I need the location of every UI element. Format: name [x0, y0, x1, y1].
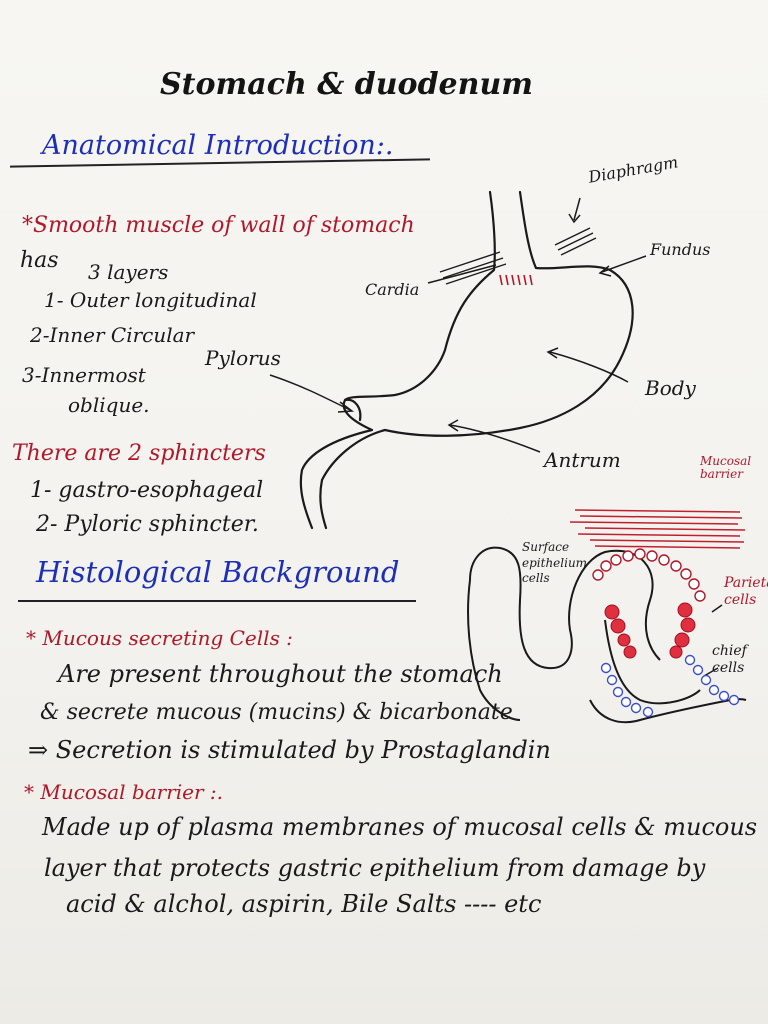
note-line: layer that protects gastric epithelium f… [44, 854, 706, 882]
label-arrows [269, 197, 723, 677]
note-line: Are present throughout the stomach [58, 660, 503, 688]
note-line: * Mucous secreting Cells : [26, 626, 293, 650]
mucus-layer-icon [569, 509, 746, 549]
note-line: 1- Outer longitudinal [44, 288, 257, 312]
label-surface-epithelium: Surface epithelium cells [522, 540, 588, 586]
note-line: has [20, 248, 59, 273]
diaphragm-icon [439, 227, 597, 285]
note-line: oblique. [68, 393, 150, 417]
label-body: Body [645, 376, 696, 400]
note-line: There are 2 sphincters [12, 441, 266, 466]
note-line: 2- Pyloric sphincter. [36, 512, 259, 537]
note-line: Made up of plasma membranes of mucosal c… [42, 813, 758, 841]
label-antrum: Antrum [544, 448, 621, 472]
label-fundus: Fundus [650, 240, 711, 259]
surface-epithelium-cells [592, 548, 706, 602]
heading-underline [18, 600, 416, 602]
label-mucosal-barrier: Mucosal barrier [700, 454, 752, 482]
note-line: * Mucosal barrier :. [24, 780, 223, 804]
page-title: Stomach & duodenum [160, 67, 533, 102]
note-line: 3 layers [88, 260, 169, 284]
pylorus-notch [343, 398, 362, 422]
note-line: & secrete mucous (mucins) & bicarbonate [40, 700, 513, 725]
note-line: 1- gastro-esophageal [30, 478, 264, 503]
stomach-outline-greater [319, 190, 634, 530]
parietal-cells [604, 602, 696, 659]
note-line: 2-Inner Circular [30, 323, 195, 347]
note-line: 3-Innermost [22, 363, 146, 387]
note-line: *Smooth muscle of wall of stomach [22, 213, 415, 238]
histological-heading: Histological Background [36, 555, 400, 589]
label-chief-cells: chief cells [712, 643, 747, 676]
label-pylorus: Pylorus [205, 346, 281, 370]
label-parietal-cells: Parietal cells [724, 575, 768, 608]
note-line: acid & alchol, aspirin, Bile Salts ---- … [66, 890, 542, 918]
anatomical-heading: Anatomical Introduction:. [42, 130, 394, 161]
chief-cells [600, 654, 740, 718]
gastric-pit-diagram [467, 546, 747, 724]
label-cardia: Cardia [365, 280, 420, 299]
note-line: ⇒ Secretion is stimulated by Prostagland… [28, 736, 551, 764]
stomach-outline-lesser [299, 190, 496, 530]
cardia-sphincter-icon [499, 274, 533, 286]
